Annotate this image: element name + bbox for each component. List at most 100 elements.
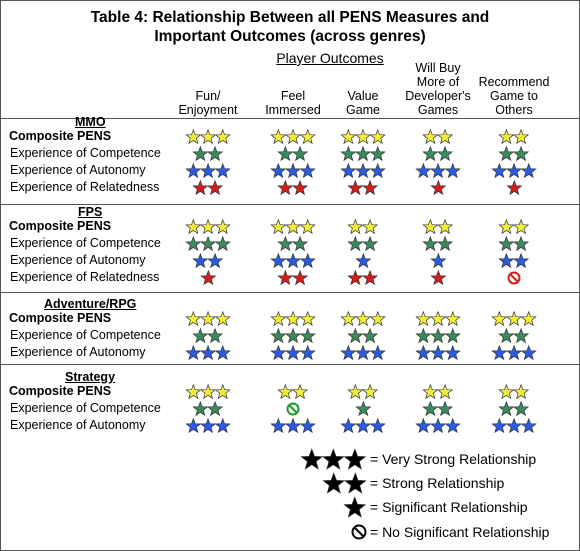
star-icon	[498, 327, 515, 344]
star-icon	[270, 344, 287, 361]
star-icon	[214, 344, 231, 361]
star-icon	[214, 162, 231, 179]
row-label: Experience of Autonomy	[10, 163, 146, 177]
star-icon	[498, 128, 515, 145]
star-icon	[199, 383, 217, 400]
star-icon	[415, 310, 432, 327]
star-icon	[284, 310, 302, 327]
star-rating-1	[429, 179, 447, 196]
star-icon	[214, 417, 231, 434]
rating-cell	[160, 417, 256, 434]
star-icon	[369, 162, 386, 179]
rating-cell	[315, 344, 411, 361]
star-icon	[354, 252, 372, 269]
star-icon	[185, 128, 202, 145]
rating-cell	[160, 327, 256, 344]
star-rating-3	[415, 310, 461, 327]
star-icon	[491, 162, 508, 179]
star-icon	[369, 145, 386, 162]
rating-cell	[315, 400, 411, 417]
star-icon	[199, 417, 217, 434]
star-icon	[369, 417, 386, 434]
star-icon	[185, 218, 202, 235]
legend-label: = Very Strong Relationship	[370, 451, 537, 467]
rating-cell	[245, 383, 341, 400]
table-title-line2: Important Outcomes (across genres)	[154, 28, 426, 45]
rating-cell	[315, 327, 411, 344]
genre-heading: Adventure/RPG	[44, 297, 137, 311]
star-rating-2	[277, 383, 309, 400]
star-rating-2	[422, 145, 454, 162]
star-icon	[429, 252, 447, 269]
rating-cell	[315, 162, 411, 179]
column-header-line: More of	[416, 75, 460, 89]
star-rating-2	[192, 327, 224, 344]
star-icon	[498, 252, 515, 269]
star-icon	[199, 310, 217, 327]
rating-cell	[390, 235, 486, 252]
row-label: Experience of Autonomy	[10, 253, 146, 267]
rating-cell	[390, 218, 486, 235]
column-header-line: Will Buy	[415, 61, 461, 75]
star-rating-2	[498, 145, 530, 162]
star-icon	[185, 417, 202, 434]
star-icon	[270, 218, 287, 235]
rating-cell	[245, 128, 341, 145]
star-icon	[214, 235, 231, 252]
star-icon	[362, 383, 379, 400]
star-rating-2	[422, 128, 454, 145]
rating-cell	[160, 252, 256, 269]
star-icon	[362, 235, 379, 252]
star-icon	[284, 162, 302, 179]
star-icon	[343, 496, 367, 518]
row-label: Experience of Relatedness	[10, 180, 160, 194]
star-icon	[185, 383, 202, 400]
star-rating-1	[354, 252, 372, 269]
genre-heading: Strategy	[65, 370, 116, 384]
row-label: Composite PENS	[9, 219, 112, 233]
rating-cell	[245, 252, 341, 269]
rating-cell	[160, 310, 256, 327]
row-label: Experience of Autonomy	[10, 418, 146, 432]
star-icon	[199, 269, 217, 286]
star-rating-3	[185, 218, 231, 235]
star-icon	[214, 218, 231, 235]
rating-cell	[390, 400, 486, 417]
star-icon	[347, 218, 364, 235]
star-icon	[207, 252, 224, 269]
rating-cell	[315, 179, 411, 196]
rating-cell	[466, 344, 562, 361]
rating-cell	[245, 327, 341, 344]
star-icon	[185, 310, 202, 327]
star-rating-2	[277, 179, 309, 196]
star-icon	[444, 162, 461, 179]
star-rating-2	[422, 218, 454, 235]
star-icon	[513, 252, 530, 269]
star-icon	[207, 400, 224, 417]
star-rating-3	[270, 162, 316, 179]
row-label: Experience of Competence	[10, 236, 161, 250]
rating-cell	[390, 327, 486, 344]
column-header-line: Game to	[490, 89, 538, 103]
star-rating-3	[340, 417, 386, 434]
star-icon	[505, 417, 523, 434]
rating-cell	[245, 310, 341, 327]
rating-cell	[315, 269, 411, 286]
rating-cell	[390, 128, 486, 145]
rating-cell	[390, 344, 486, 361]
star-icon	[340, 344, 357, 361]
rating-cell	[160, 235, 256, 252]
star-rating-3	[491, 162, 537, 179]
star-icon	[347, 269, 364, 286]
star-icon	[362, 269, 379, 286]
star-icon	[354, 400, 372, 417]
star-icon	[347, 235, 364, 252]
star-icon	[437, 400, 454, 417]
star-rating-3	[185, 310, 231, 327]
rating-cell	[466, 128, 562, 145]
star-icon	[505, 310, 523, 327]
star-icon	[292, 179, 309, 196]
row-label: Experience of Competence	[10, 146, 161, 160]
row-label: Experience of Competence	[10, 401, 161, 415]
star-icon	[199, 344, 217, 361]
